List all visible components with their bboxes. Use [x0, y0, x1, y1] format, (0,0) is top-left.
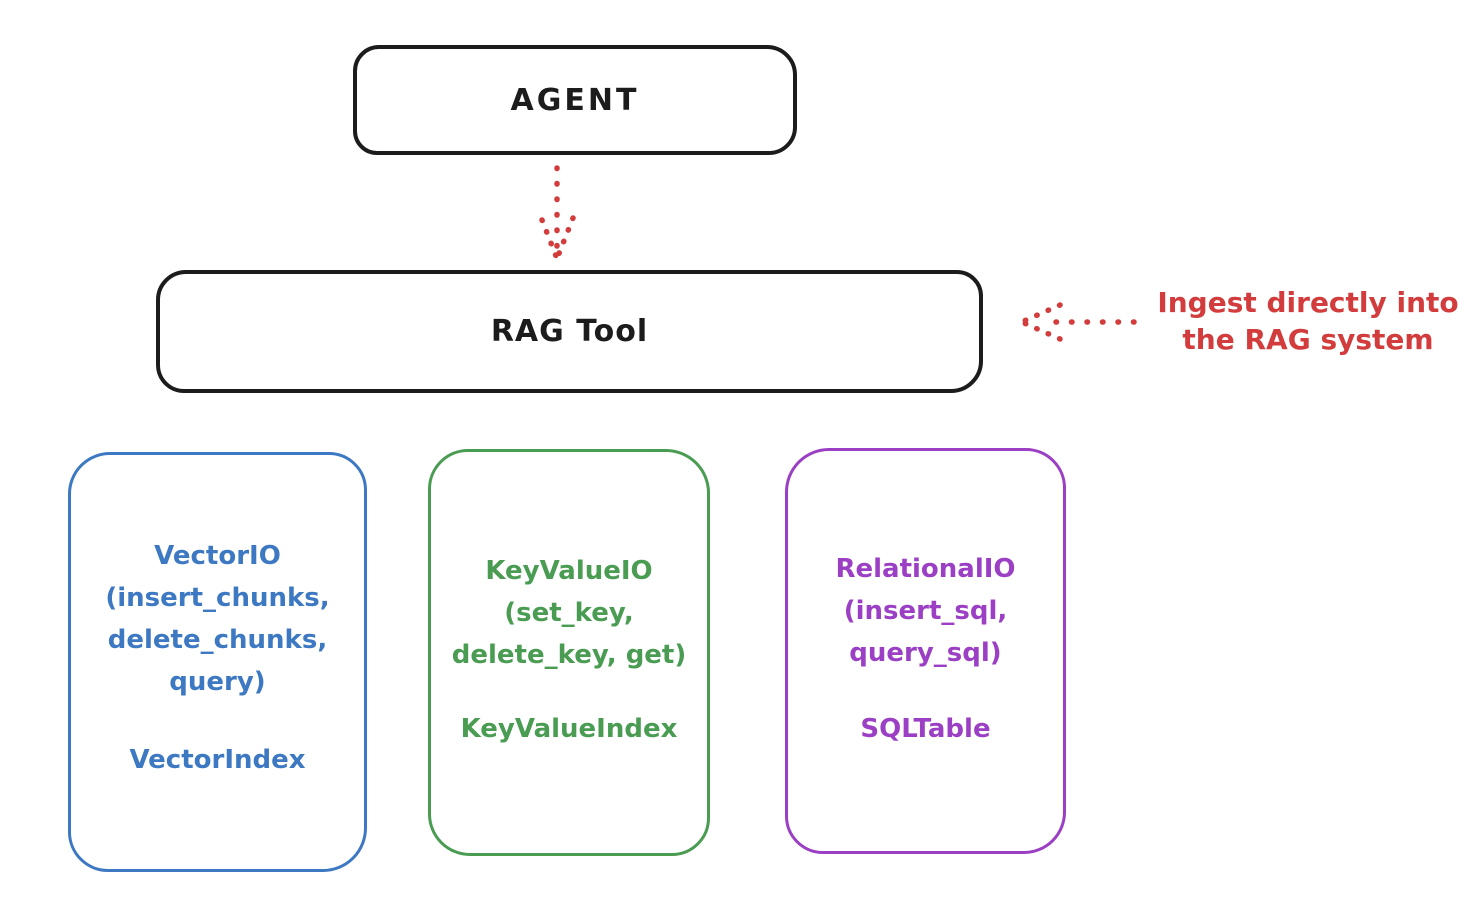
ingest-annotation-line2: the RAG system: [1182, 323, 1434, 356]
rag-tool-box-label: RAG Tool: [490, 314, 649, 349]
vector-io-box: VectorIO (insert_chunks, delete_chunks, …: [68, 452, 367, 872]
relational-io-method-line: (insert_sql,: [843, 596, 1008, 626]
rag-tool-box: RAG Tool: [156, 270, 983, 393]
keyvalue-io-box: KeyValueIO (set_key, delete_key, get) Ke…: [428, 449, 710, 856]
keyvalue-index-label: KeyValueIndex: [460, 714, 678, 744]
keyvalue-io-method-line: delete_key, get): [451, 640, 687, 670]
agent-box-label: AGENT: [510, 82, 640, 118]
agent-box: AGENT: [353, 45, 797, 155]
vector-io-method-line: delete_chunks,: [107, 625, 328, 655]
keyvalue-io-title: KeyValueIO: [485, 556, 653, 586]
sql-table-label: SQLTable: [860, 714, 991, 744]
relational-io-text: RelationalIO (insert_sql, query_sql) SQL…: [788, 548, 1063, 750]
relational-io-method-line: query_sql): [849, 638, 1002, 668]
relational-io-box: RelationalIO (insert_sql, query_sql) SQL…: [785, 448, 1066, 854]
vector-io-method-line: (insert_chunks,: [105, 583, 330, 613]
ingest-annotation-line1: Ingest directly into: [1157, 286, 1459, 319]
annotation-to-rag-arrow: [1021, 302, 1137, 342]
vector-io-text: VectorIO (insert_chunks, delete_chunks, …: [71, 535, 364, 781]
keyvalue-io-text: KeyValueIO (set_key, delete_key, get) Ke…: [431, 550, 707, 750]
vector-io-method-line: query): [169, 667, 266, 697]
relational-io-title: RelationalIO: [835, 554, 1016, 584]
vector-io-title: VectorIO: [154, 541, 281, 571]
vector-index-label: VectorIndex: [129, 745, 306, 775]
keyvalue-io-method-line: (set_key,: [504, 598, 634, 628]
agent-to-rag-arrow: [539, 165, 576, 259]
ingest-annotation: Ingest directly into the RAG system: [1140, 284, 1476, 358]
